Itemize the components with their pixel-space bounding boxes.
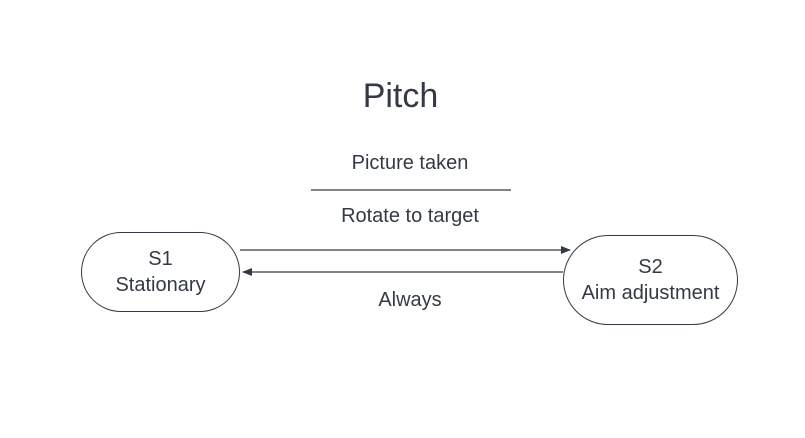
state-id-label: S1 bbox=[148, 248, 173, 270]
transition-action-label: Rotate to target bbox=[341, 205, 479, 227]
transition-return-label: Always bbox=[378, 289, 442, 311]
diagram-title: Pitch bbox=[362, 77, 439, 115]
state-name-label: Stationary bbox=[115, 274, 206, 296]
state-node-s2: S2 Aim adjustment bbox=[563, 235, 738, 325]
state-name-label: Aim adjustment bbox=[581, 282, 720, 304]
state-id-label: S2 bbox=[638, 256, 663, 278]
state-node-s1: S1 Stationary bbox=[81, 232, 240, 312]
transition-condition-label: Picture taken bbox=[351, 152, 469, 174]
